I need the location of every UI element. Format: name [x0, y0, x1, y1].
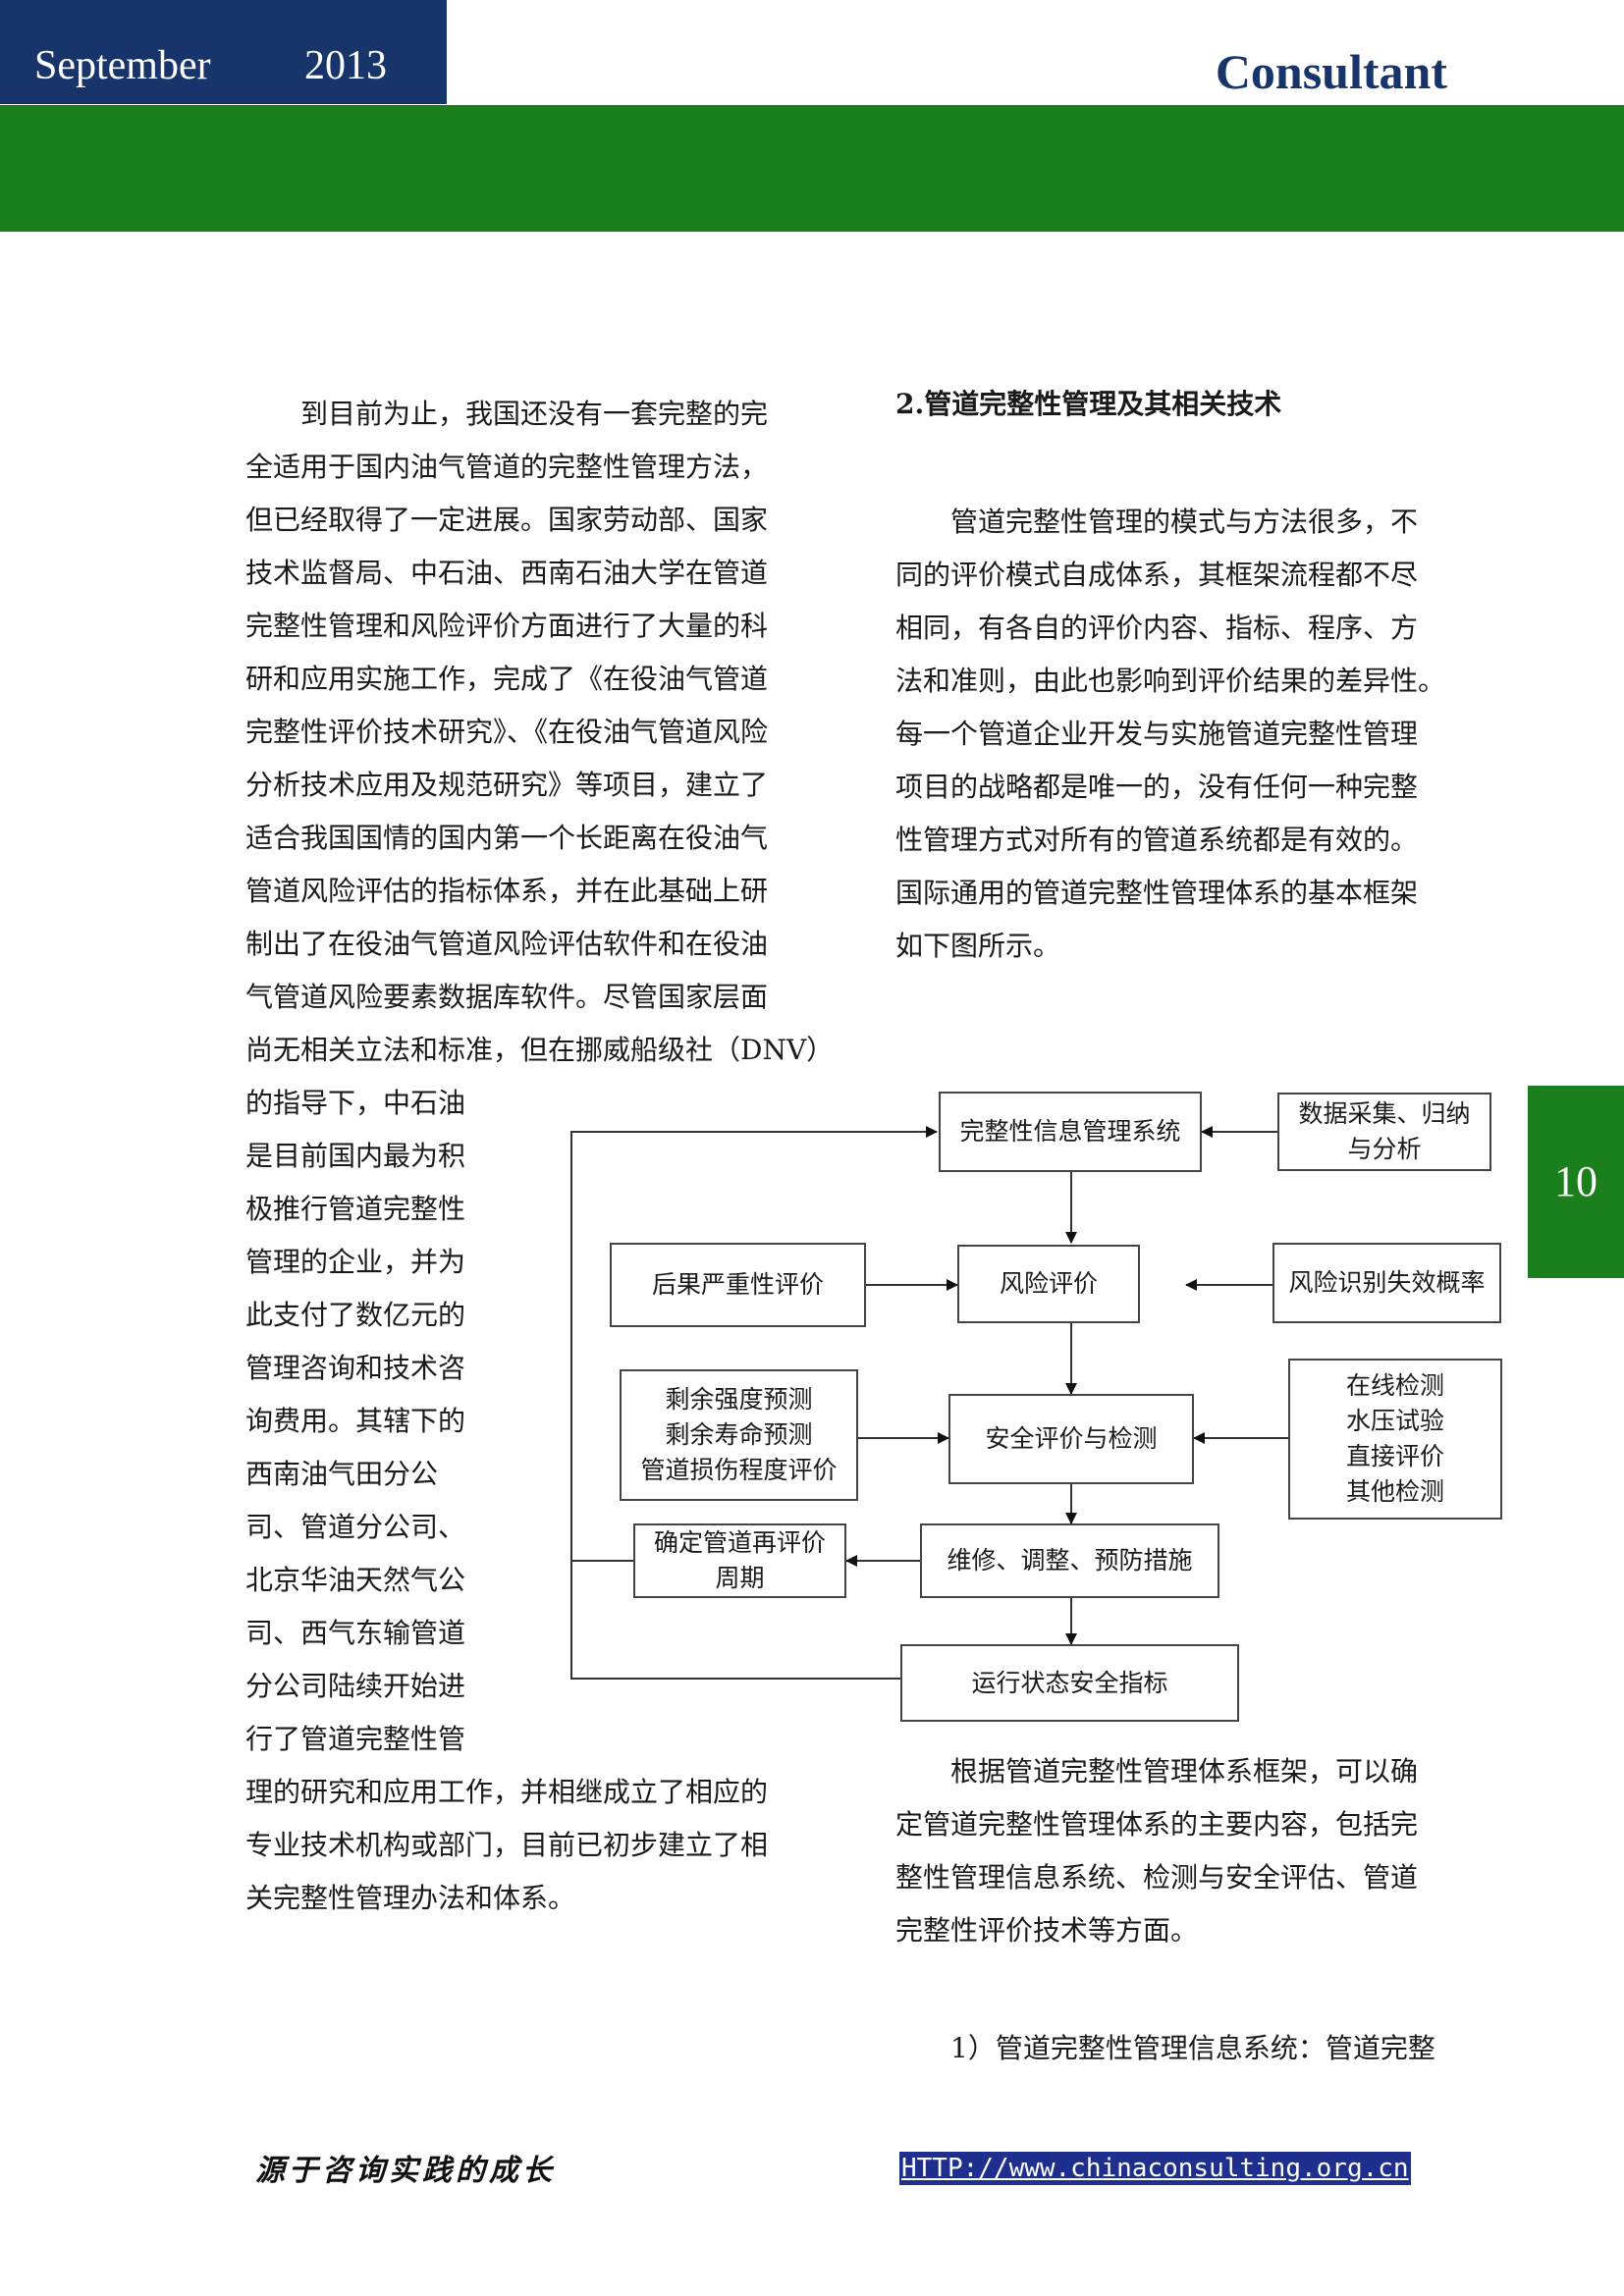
flow-box-maintenance: 维修、调整、预防措施 — [920, 1523, 1219, 1598]
text-line: 分析技术应用及规范研究》等项目，建立了 — [245, 769, 769, 801]
flow-box-risk-identify: 风险识别失效概率 — [1272, 1243, 1501, 1323]
text-line: 司、管道分公司、 — [245, 1511, 466, 1543]
footer-slogan: 源于咨询实践的成长 — [255, 2154, 556, 2188]
text-line: 每一个管道企业开发与实施管道完整性管理 — [895, 718, 1419, 750]
header-date-box: September 2013 — [0, 0, 447, 104]
text-line: 北京华油天然气公 — [245, 1564, 466, 1596]
flow-box-line: 与分析 — [1347, 1135, 1422, 1163]
text-line: 1）管道完整性管理信息系统：管道完整 — [895, 2032, 1435, 2064]
text-line: 西南油气田分公 — [245, 1458, 439, 1490]
flow-box-label: 完整性信息管理系统 — [959, 1117, 1181, 1146]
text-line: 的指导下，中石油 — [245, 1087, 466, 1119]
flow-box-line: 管道损伤程度评价 — [640, 1456, 838, 1484]
flow-box-line: 数据采集、归纳 — [1298, 1099, 1471, 1128]
right-paragraph-1: 管道完整性管理的模式与方法很多，不 同的评价模式自成体系，其框架流程都不尽 相同… — [895, 496, 1445, 973]
flow-box-risk-eval: 风险评价 — [957, 1245, 1140, 1323]
flow-box-remaining: 剩余强度预测 剩余寿命预测 管道损伤程度评价 — [620, 1369, 858, 1501]
text-line: 完整性评价技术等方面。 — [895, 1914, 1199, 1947]
flow-box-line: 在线检测 — [1345, 1371, 1444, 1400]
text-line: 司、西气东输管道 — [245, 1617, 466, 1649]
header-year: 2013 — [304, 43, 387, 88]
text-line: 技术监督局、中石油、西南石油大学在管道 — [245, 557, 769, 589]
flow-box-line: 剩余强度预测 — [665, 1385, 813, 1414]
section-heading: 2.管道完整性管理及其相关技术 — [895, 388, 1282, 420]
text-line: 管道风险评估的指标体系，并在此基础上研 — [245, 875, 769, 907]
text-line: 适合我国国情的国内第一个长距离在役油气 — [245, 822, 769, 854]
text-line: 项目的战略都是唯一的，没有任何一种完整 — [895, 771, 1419, 803]
flow-box-label: 运行状态安全指标 — [971, 1668, 1168, 1697]
text-line: 根据管道完整性管理体系框架，可以确 — [895, 1755, 1419, 1788]
right-paragraph-3: 1）管道完整性管理信息系统：管道完整 — [895, 2022, 1435, 2075]
left-paragraph-bottom: 理的研究和应用工作，并相继成立了相应的 专业技术机构或部门，目前已初步建立了相 … — [245, 1766, 768, 1925]
left-paragraph-narrow: 的指导下，中石油 是目前国内最为积 极推行管道完整性 管理的企业，并为 此支付了… — [245, 1077, 465, 1766]
flow-box-consequence: 后果严重性评价 — [610, 1243, 866, 1327]
flow-box-label: 安全评价与检测 — [985, 1424, 1158, 1453]
text-line: 关完整性管理办法和体系。 — [245, 1882, 576, 1914]
text-line: 专业技术机构或部门，目前已初步建立了相 — [245, 1829, 769, 1861]
flow-box-label: 后果严重性评价 — [651, 1270, 824, 1299]
text-line: 完整性管理和风险评价方面进行了大量的科 — [245, 610, 769, 642]
text-line: 管道完整性管理的模式与方法很多，不 — [895, 506, 1419, 538]
text-line: 管理咨询和技术咨 — [245, 1352, 466, 1384]
flow-box-line: 水压试验 — [1345, 1407, 1444, 1435]
flow-box-label: 风险识别失效概率 — [1288, 1268, 1486, 1297]
text-line: 询费用。其辖下的 — [245, 1405, 466, 1437]
flow-box-inspections: 在线检测 水压试验 直接评价 其他检测 — [1288, 1359, 1502, 1520]
flow-box-info-system: 完整性信息管理系统 — [939, 1092, 1202, 1172]
flow-box-line: 确定管道再评价 — [653, 1528, 826, 1557]
flow-box-line: 剩余寿命预测 — [665, 1420, 813, 1449]
right-paragraph-2: 根据管道完整性管理体系框架，可以确 定管道完整性管理体系的主要内容，包括完 整性… — [895, 1745, 1418, 1957]
text-line: 法和准则，由此也影响到评价结果的差异性。 — [895, 665, 1446, 697]
flow-box-label: 风险评价 — [999, 1269, 1098, 1298]
text-line: 分公司陆续开始进 — [245, 1670, 466, 1702]
text-line: 同的评价模式自成体系，其框架流程都不尽 — [895, 559, 1419, 591]
header-month: September — [34, 43, 211, 88]
left-paragraph-top: 到目前为止，我国还没有一套完整的完 全适用于国内油气管道的完整性管理方法， 但已… — [245, 388, 834, 1077]
flow-box-status: 运行状态安全指标 — [900, 1644, 1239, 1722]
flow-box-label: 维修、调整、预防措施 — [947, 1546, 1193, 1575]
flow-box-line: 周期 — [715, 1564, 765, 1592]
text-line: 极推行管道完整性 — [245, 1193, 466, 1225]
text-line: 相同，有各自的评价内容、指标、程序、方 — [895, 612, 1419, 644]
text-line: 理的研究和应用工作，并相继成立了相应的 — [245, 1776, 769, 1808]
text-line: 完整性评价技术研究》、《在役油气管道风险 — [245, 716, 769, 748]
text-line: 管理的企业，并为 — [245, 1246, 466, 1278]
text-line: 尚无相关立法和标准，但在挪威船级社（DNV） — [245, 1034, 835, 1066]
page-number-tab: 10 — [1528, 1086, 1624, 1278]
flow-box-reevaluate: 确定管道再评价 周期 — [633, 1523, 846, 1598]
text-line: 全适用于国内油气管道的完整性管理方法， — [245, 451, 769, 483]
text-line: 行了管道完整性管 — [245, 1723, 466, 1755]
text-line: 是目前国内最为积 — [245, 1140, 466, 1172]
text-line: 整性管理信息系统、检测与安全评估、管道 — [895, 1861, 1419, 1894]
text-line: 定管道完整性管理体系的主要内容，包括完 — [895, 1808, 1419, 1841]
flow-box-line: 直接评价 — [1345, 1442, 1444, 1470]
flow-box-line: 其他检测 — [1345, 1477, 1444, 1506]
text-line: 到目前为止，我国还没有一套完整的完 — [245, 398, 769, 430]
text-line: 此支付了数亿元的 — [245, 1299, 466, 1331]
flow-box-safety-eval: 安全评价与检测 — [948, 1394, 1194, 1484]
text-line: 气管道风险要素数据库软件。尽管国家层面 — [245, 981, 769, 1013]
text-line: 国际通用的管道完整性管理体系的基本框架 — [895, 877, 1419, 909]
text-line: 如下图所示。 — [895, 930, 1061, 962]
footer-url-link[interactable]: HTTP://www.chinaconsulting.org.cn — [899, 2152, 1411, 2185]
text-line: 制出了在役油气管道风险评估软件和在役油 — [245, 928, 769, 960]
header-brand: Consultant — [1215, 44, 1447, 99]
flow-box-data-collection: 数据采集、归纳 与分析 — [1277, 1093, 1491, 1171]
header-green-band — [0, 105, 1624, 232]
text-line: 但已经取得了一定进展。国家劳动部、国家 — [245, 504, 769, 536]
text-line: 研和应用实施工作，完成了《在役油气管道 — [245, 663, 769, 695]
text-line: 性管理方式对所有的管道系统都是有效的。 — [895, 824, 1419, 856]
